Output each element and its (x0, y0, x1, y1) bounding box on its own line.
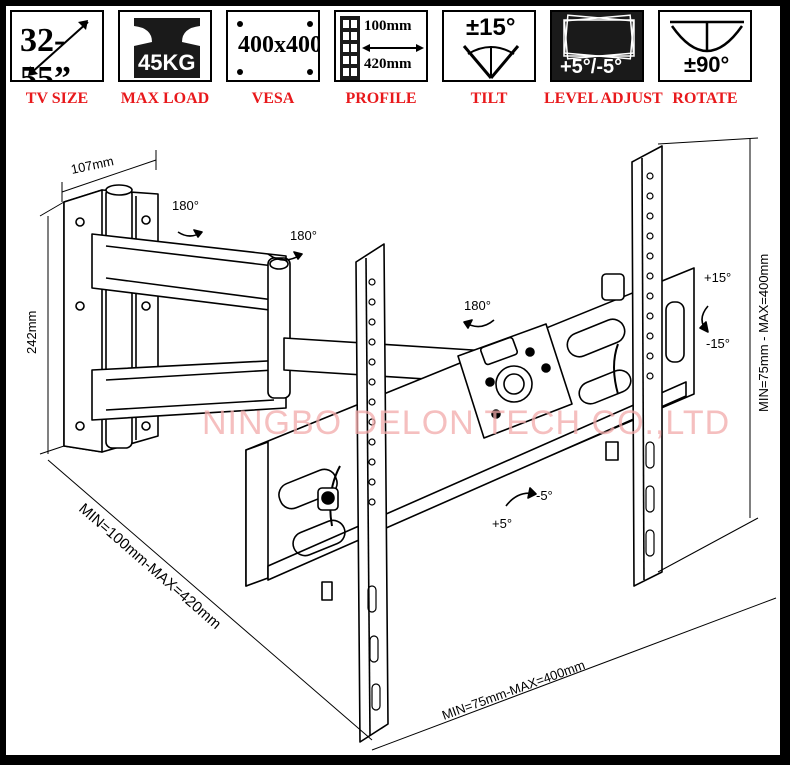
vertical-vesa-label: MIN=75mm - MAX=400mm (756, 254, 771, 412)
rotate-value: ±90° (684, 52, 730, 77)
level-minus-label: -5° (536, 488, 553, 503)
center-plate (457, 323, 573, 439)
product-sheet: 32-55” TV SIZE 45KG MAX LOAD 400x400 VES… (6, 6, 780, 755)
lower-arm (91, 359, 287, 421)
level-adjust-icon (563, 14, 635, 60)
spec-box-max-load: 45KG (118, 10, 212, 82)
right-tilt-knob (601, 273, 625, 461)
vesa-caption: VESA (251, 90, 295, 107)
max-load-caption: MAX LOAD (120, 90, 210, 107)
weight-icon (134, 18, 200, 78)
vesa-holes-icon (237, 21, 313, 75)
rotate-icon (670, 20, 744, 53)
right-vertical-rail (631, 145, 663, 587)
profile-icon (340, 16, 424, 80)
extension-label: MIN=100mm-MAX=420mm (75, 500, 224, 633)
level-plus-label: +5° (492, 516, 512, 531)
profile-max-value: 420mm (364, 56, 412, 72)
level-adjust-value: +5°/-5° (560, 56, 623, 78)
swivel-1-label: 180° (172, 198, 199, 213)
spec-box-vesa: 400x400 (226, 10, 320, 82)
spec-box-rotate: ±90° (658, 10, 752, 82)
tv-size-caption: TV SIZE (25, 90, 89, 107)
left-vertical-rail (355, 243, 389, 743)
level-adjust-caption: LEVEL ADJUST (544, 90, 663, 107)
spec-box-tv-size: 32-55” (10, 10, 104, 82)
profile-min-value: 100mm (364, 18, 412, 34)
tilt-icon (462, 45, 520, 79)
spec-max-load: 45KG MAX LOAD (118, 10, 212, 107)
spec-rotate: ±90° ROTATE (658, 10, 752, 107)
tv-size-value: 32-55” (20, 22, 71, 82)
vesa-value: 400x400 (238, 32, 320, 58)
spec-level-adjust: +5°/-5° LEVEL ADJUST (544, 10, 663, 107)
rail-holes (367, 172, 655, 711)
rotate-caption: ROTATE (672, 90, 738, 107)
tilt-down-label: -15° (706, 336, 730, 351)
spec-profile: 100mm 420mm PROFILE (334, 10, 428, 107)
diagonal-arrow-icon (28, 20, 89, 76)
tilt-up-label: +15° (704, 270, 731, 285)
dimension-lines (39, 137, 777, 751)
wall-plate-width-label: 107mm (70, 153, 116, 177)
spec-tilt: ±15° TILT (442, 10, 536, 107)
tilt-caption: TILT (470, 90, 508, 107)
spec-box-profile: 100mm 420mm (334, 10, 428, 82)
swivel-2-label: 180° (290, 228, 317, 243)
tilt-value: ±15° (466, 14, 516, 41)
watermark: NINGBO DELON TECH CO.,LTD (202, 404, 730, 442)
swivel-3-label: 180° (464, 298, 491, 313)
wall-plate-height-label: 242mm (24, 311, 39, 354)
spec-vesa: 400x400 VESA (226, 10, 320, 107)
max-load-value: 45KG (138, 50, 196, 75)
horizontal-vesa-label: MIN=75mm-MAX=400mm (440, 657, 587, 723)
left-tilt-knob (317, 465, 341, 601)
elbow-pivot-column (267, 257, 291, 399)
spec-box-tilt: ±15° (442, 10, 536, 82)
profile-caption: PROFILE (345, 90, 417, 107)
spec-box-level-adjust: +5°/-5° (550, 10, 644, 82)
spec-tv-size: 32-55” TV SIZE (10, 10, 104, 107)
mount-line-drawing: NINGBO DELON TECH CO.,LTD 107mm 242mm 18… (24, 137, 777, 751)
